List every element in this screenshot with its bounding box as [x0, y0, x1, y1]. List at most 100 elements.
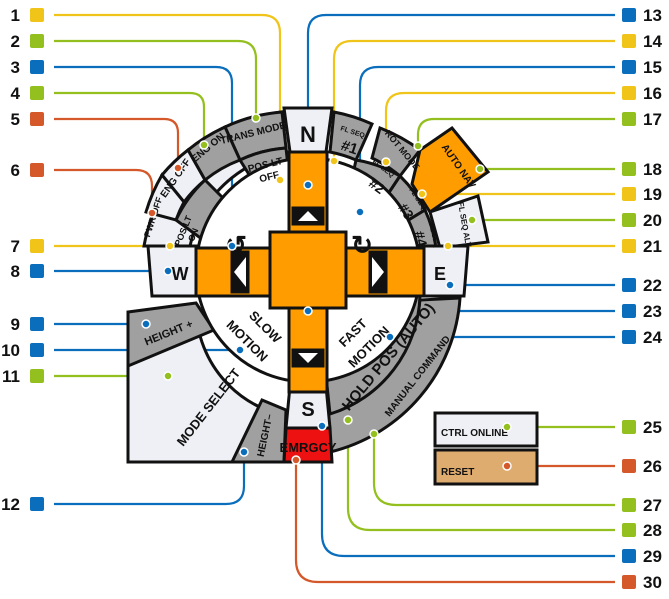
callout-swatch-23 [622, 304, 636, 318]
callout-number-4: 4 [11, 84, 21, 103]
callout-number-23: 23 [643, 302, 662, 321]
dot-30 [291, 455, 301, 465]
reset-label: RESET [441, 467, 474, 478]
callout-number-11: 11 [2, 367, 20, 386]
callout-swatch-3 [30, 60, 44, 74]
dot-16 [381, 157, 391, 167]
emergency-button[interactable] [282, 426, 334, 464]
callout-number-9: 9 [11, 315, 20, 334]
leader-13 [306, 13, 615, 185]
callout-number-6: 6 [11, 161, 20, 180]
dot-21 [443, 241, 453, 251]
callout-number-2: 2 [11, 32, 20, 51]
callout-number-26: 26 [643, 457, 662, 476]
fl-seq-alt-button[interactable] [428, 194, 490, 250]
leader-29 [320, 426, 615, 558]
callout-number-8: 8 [11, 262, 20, 281]
callout-swatch-7 [30, 239, 44, 253]
callout-number-24: 24 [643, 328, 662, 347]
callout-number-17: 17 [643, 110, 662, 129]
callout-swatch-19 [622, 187, 636, 201]
callout-number-20: 20 [643, 211, 662, 230]
up-arrow-icon [298, 211, 318, 221]
leader-16 [384, 91, 615, 162]
leader-12 [54, 452, 246, 506]
callout-swatch-16 [622, 86, 636, 100]
auto-nav-button[interactable] [410, 125, 491, 215]
leader-6 [54, 168, 154, 213]
callout-swatch-26 [622, 459, 636, 473]
dot-19 [417, 189, 427, 199]
callout-number-15: 15 [643, 58, 662, 77]
callout-swatch-25 [622, 420, 636, 434]
callout-number-12: 12 [1, 495, 20, 514]
dot-1 [275, 175, 285, 185]
leader-1 [54, 13, 282, 178]
callout-number-14: 14 [643, 32, 662, 51]
callout-swatch-1 [30, 8, 44, 22]
callout-number-27: 27 [643, 496, 662, 515]
east-label: E [434, 264, 446, 284]
callout-swatch-29 [622, 549, 636, 563]
callout-number-3: 3 [11, 58, 20, 77]
callout-number-10: 10 [1, 341, 20, 360]
dot-29 [317, 421, 327, 431]
center-pad[interactable] [268, 230, 348, 310]
callout-swatch-24 [622, 330, 636, 344]
leader-27 [372, 434, 615, 507]
callout-number-5: 5 [11, 110, 20, 129]
dot-9 [141, 319, 151, 329]
dot-26 [502, 461, 512, 471]
callout-number-25: 25 [643, 418, 662, 437]
dot-8 [163, 266, 173, 276]
callout-number-1: 1 [11, 6, 20, 25]
south-label: S [301, 399, 314, 421]
reset-button[interactable] [433, 448, 539, 486]
dot-24 [385, 332, 395, 342]
dot-22 [445, 280, 455, 290]
dot-18 [475, 164, 485, 174]
fl-seq-4-label: #4 [411, 229, 430, 248]
dot-2 [251, 113, 261, 123]
callout-number-16: 16 [643, 84, 662, 103]
callout-swatch-13 [622, 8, 636, 22]
callout-number-28: 28 [643, 521, 662, 540]
leader-30 [294, 460, 615, 584]
callout-swatch-22 [622, 278, 636, 292]
down-arrow-icon [298, 353, 318, 363]
dot-4 [199, 140, 209, 150]
dot-20 [467, 215, 477, 225]
callout-swatch-12 [30, 497, 44, 511]
callout-swatch-21 [622, 239, 636, 253]
leader-5 [54, 117, 180, 168]
callout-swatch-17 [622, 112, 636, 126]
callout-swatch-2 [30, 34, 44, 48]
callout-swatch-30 [622, 575, 636, 589]
callout-number-30: 30 [643, 573, 662, 592]
rotate-cw-icon: ↻ [351, 230, 373, 260]
ctrl-online-button[interactable] [433, 411, 539, 448]
pos-lt-off-label-2: OFF [258, 170, 280, 186]
callout-number-18: 18 [643, 160, 662, 179]
callout-number-13: 13 [643, 6, 662, 25]
leader-14 [332, 39, 615, 161]
dot-27 [369, 429, 379, 439]
dot-3 [227, 241, 237, 251]
dot-25 [502, 422, 512, 432]
dot-23 [303, 306, 313, 316]
leader-4 [54, 91, 206, 145]
callout-number-7: 7 [11, 237, 20, 256]
dot-17 [413, 141, 423, 151]
callout-swatch-14 [622, 34, 636, 48]
callout-swatch-10 [30, 343, 44, 357]
dot-13 [303, 180, 313, 190]
dot-10 [235, 345, 245, 355]
north-label: N [300, 122, 316, 147]
callout-swatch-15 [622, 60, 636, 74]
callout-swatch-11 [30, 369, 44, 383]
dot-14 [329, 156, 339, 166]
dot-7 [165, 241, 175, 251]
leader-2 [54, 39, 258, 118]
dot-6 [147, 208, 157, 218]
